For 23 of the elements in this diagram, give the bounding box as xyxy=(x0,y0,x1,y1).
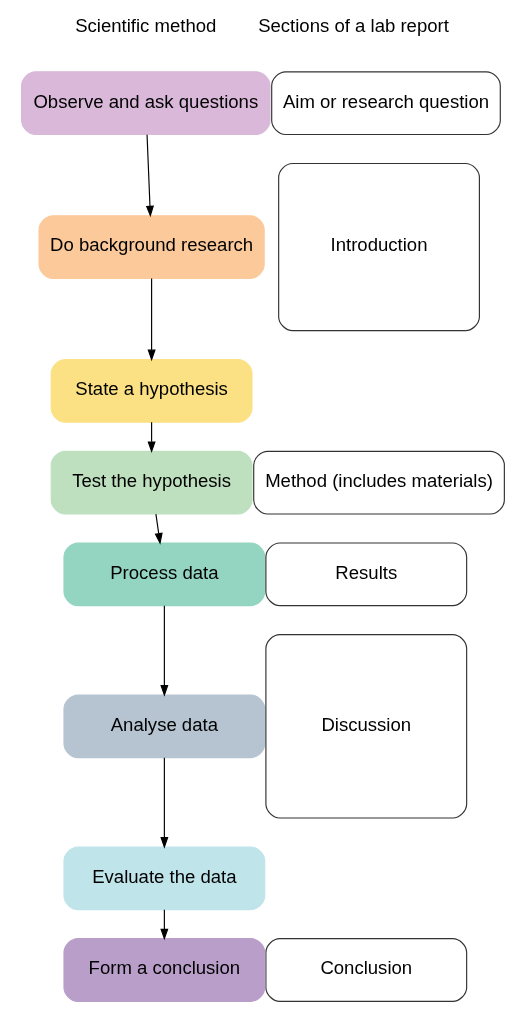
label: Scientific method xyxy=(75,15,217,37)
node-box: Method (includes materials) xyxy=(253,450,505,515)
node-box: Evaluate the data xyxy=(63,846,266,911)
arrow xyxy=(160,757,169,849)
node-box: Results xyxy=(265,542,468,607)
node-box: Process data xyxy=(63,542,266,607)
node-box: Observe and ask questions xyxy=(21,71,271,136)
node-box: Aim or research question xyxy=(271,71,501,136)
node-box: Analyse data xyxy=(63,694,266,759)
node-box: Conclusion xyxy=(265,938,468,1002)
arrow xyxy=(147,421,156,453)
arrow xyxy=(147,278,156,362)
arrow xyxy=(154,513,163,545)
node-box: Do background research xyxy=(38,215,265,279)
label: Sections of a lab report xyxy=(258,15,449,37)
node-box: Introduction xyxy=(278,162,480,332)
node-box: Test the hypothesis xyxy=(50,450,253,515)
arrow xyxy=(145,134,155,218)
arrow xyxy=(160,909,169,941)
node-box: State a hypothesis xyxy=(50,359,253,423)
node-box: Form a conclusion xyxy=(63,938,266,1002)
arrow xyxy=(160,605,169,697)
node-box: Discussion xyxy=(265,634,468,819)
